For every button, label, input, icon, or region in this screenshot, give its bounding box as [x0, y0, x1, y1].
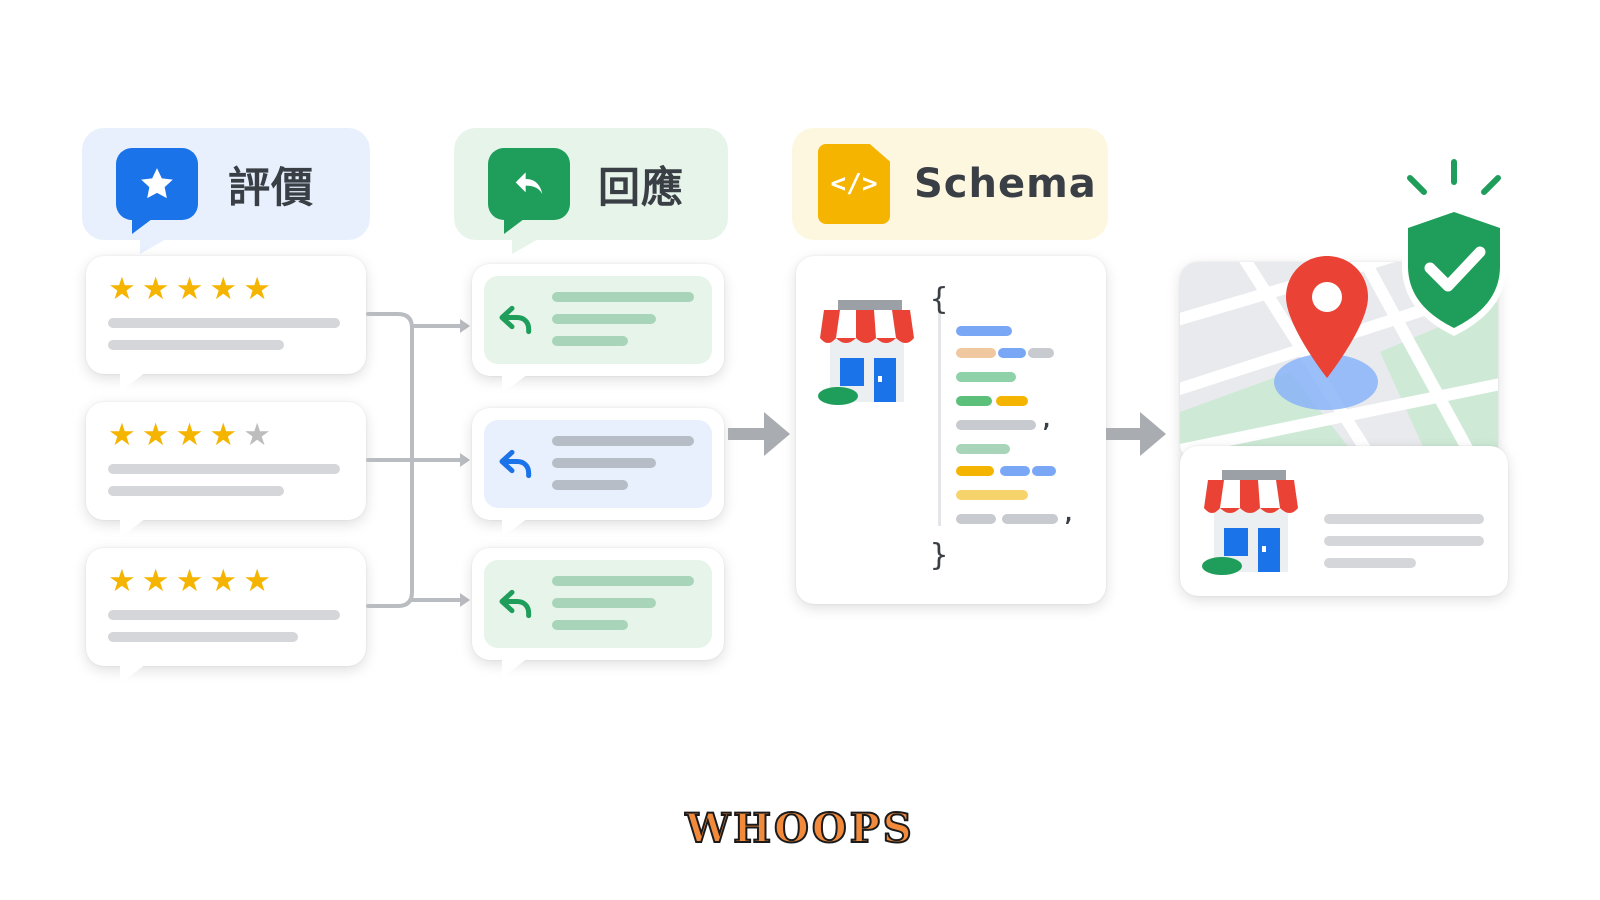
reviews-header-title: 評價: [228, 162, 315, 212]
code-comma: ,: [1062, 502, 1076, 527]
star-icon: ★: [175, 417, 204, 453]
review-text-line: [108, 340, 284, 350]
reply-content: [484, 420, 712, 508]
code-line: [956, 326, 1012, 336]
reply-card: [472, 408, 724, 538]
star-icon: ★: [108, 271, 136, 307]
reply-arrow-icon: [499, 449, 532, 479]
star-speech-bubble-icon: [116, 148, 198, 234]
schema-header: </> Schema: [792, 128, 1108, 240]
code-line: [956, 372, 1016, 382]
code-line: [956, 514, 996, 524]
schema-code-card: { } , ,: [796, 256, 1106, 604]
code-comma: ,: [1040, 408, 1054, 433]
replies-header: 回應: [454, 128, 728, 254]
star-icon: ★: [243, 563, 271, 599]
review-text-line: [108, 486, 284, 496]
verified-shield-icon: [1402, 159, 1506, 336]
review-card: ★ ★ ★ ★ ★: [86, 256, 366, 392]
star-icon: ★: [108, 417, 136, 453]
review-card: ★ ★ ★ ★ ★: [86, 548, 366, 684]
close-brace: }: [930, 538, 949, 573]
star-icon: ★: [141, 563, 170, 599]
reply-speech-bubble-icon: [488, 148, 570, 234]
reply-text-line: [552, 436, 694, 446]
star-icon: ★: [108, 563, 136, 599]
code-line: [1000, 466, 1030, 476]
star-icon: ★: [209, 271, 238, 307]
reply-text-line: [552, 598, 656, 608]
reply-content: [484, 560, 712, 648]
reply-card: [472, 264, 724, 394]
reply-text-line: [552, 458, 656, 468]
code-line: [956, 444, 1010, 454]
flow-arrow-icon: [1106, 412, 1166, 456]
reply-content: [484, 276, 712, 364]
reply-text-line: [552, 576, 694, 586]
review-text-line: [108, 464, 340, 474]
listing-text-line: [1324, 558, 1416, 568]
flow-arrow-icon: [728, 412, 790, 456]
map-pin-icon: [1286, 256, 1368, 378]
star-icon: ★: [175, 563, 204, 599]
listing-text-line: [1324, 514, 1484, 524]
code-line: [956, 396, 992, 406]
star-icon: ★: [243, 271, 271, 307]
star-icon: ★: [141, 271, 170, 307]
business-listing-card: [1180, 446, 1508, 596]
reply-arrow-icon: [499, 305, 532, 335]
code-line: [956, 490, 1028, 500]
review-text-line: [108, 632, 298, 642]
code-line: [956, 466, 994, 476]
code-line: [998, 348, 1026, 358]
rating-stars: ★ ★ ★ ★ ★: [108, 274, 271, 305]
reply-text-line: [552, 314, 656, 324]
reply-arrow-icon: [499, 589, 532, 619]
code-line: [1032, 466, 1056, 476]
review-text-line: [108, 318, 340, 328]
review-to-reply-connectors: [366, 312, 470, 608]
code-divider: [938, 310, 941, 526]
review-text-line: [108, 610, 340, 620]
star-icon: ★: [175, 271, 204, 307]
storefront-icon: [1202, 470, 1298, 575]
code-line: [1028, 348, 1054, 358]
listing-text-line: [1324, 536, 1484, 546]
schema-header-title: Schema: [914, 161, 1097, 207]
reply-text-line: [552, 620, 628, 630]
code-file-icon: </>: [818, 144, 890, 224]
replies-header-title: 回應: [598, 162, 685, 212]
reply-text-line: [552, 292, 694, 302]
star-icon: ★: [209, 563, 238, 599]
star-empty-icon: ★: [243, 417, 271, 453]
reply-card: [472, 548, 724, 678]
rating-stars: ★ ★ ★ ★ ★: [108, 420, 271, 451]
storefront-icon: [818, 300, 914, 405]
code-line: [1002, 514, 1058, 524]
code-line: [996, 396, 1028, 406]
reviews-header: 評價: [82, 128, 370, 254]
reply-text-line: [552, 480, 628, 490]
review-card: ★ ★ ★ ★ ★: [86, 402, 366, 538]
rating-stars: ★ ★ ★ ★ ★: [108, 566, 271, 597]
code-line: [956, 420, 1036, 430]
whoops-logo: WHOOPS: [684, 804, 915, 853]
star-icon: ★: [209, 417, 238, 453]
star-icon: ★: [141, 417, 170, 453]
code-line: [956, 348, 996, 358]
reply-text-line: [552, 336, 628, 346]
open-brace: {: [930, 282, 949, 317]
